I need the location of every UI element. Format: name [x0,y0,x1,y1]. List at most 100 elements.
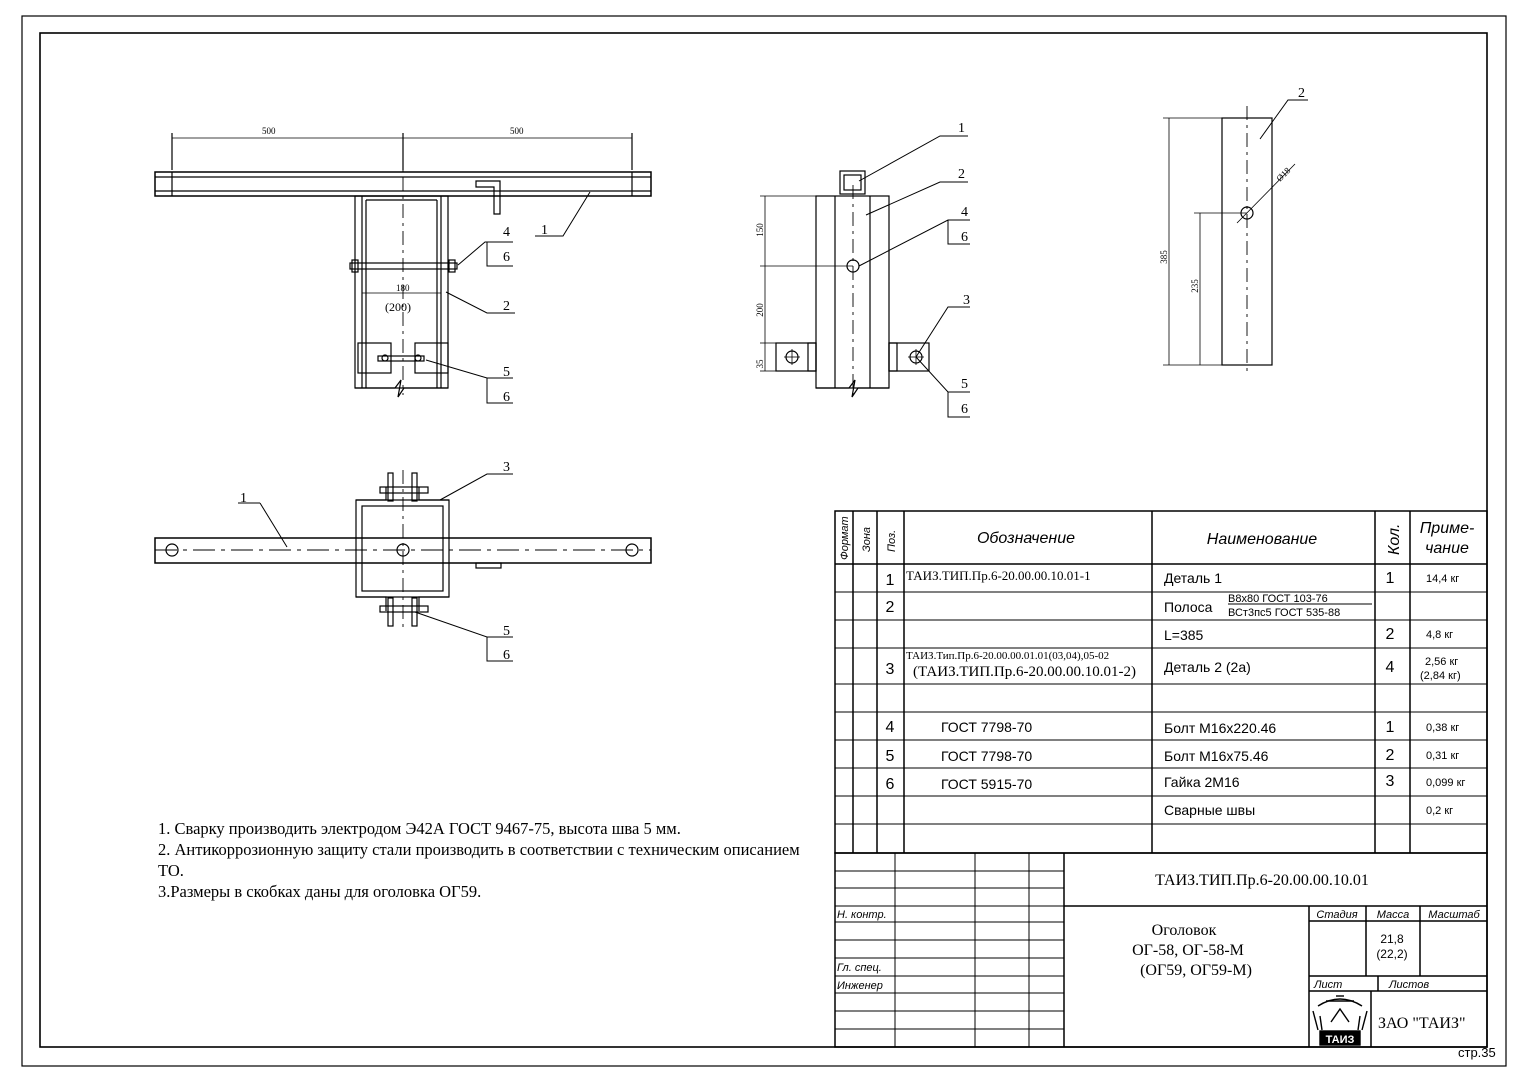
product-title-line1: Оголовок [1152,922,1217,939]
mass-value: 21,8 [1380,932,1404,946]
row9-note: 0,2 кг [1426,805,1453,817]
detail-view [1163,99,1308,372]
callout-5: 5 [961,377,968,392]
callout-4: 4 [503,225,510,240]
dim-35: 35 [755,359,765,369]
callout-2: 2 [958,167,965,182]
row7-pos: 5 [886,748,895,765]
callout-6: 6 [503,250,510,265]
taiz-logo-text: ТАИЗ [1326,1034,1355,1046]
dim-500-right: 500 [510,126,524,136]
top-view [154,470,652,662]
row6-note: 0,38 кг [1426,722,1459,734]
row9-name: Сварные швы [1164,802,1255,818]
row4-designation-alt: (ТАИЗ.ТИП.Пр.6-20.00.00.10.01-2) [913,664,1136,680]
row2-name: Полоса [1164,599,1213,615]
row6-name: Болт М16х220.46 [1164,720,1276,736]
row4-pos: 3 [886,661,895,678]
scale-label: Масштаб [1428,909,1480,921]
row2-name-numerator: В8х80 ГОСТ 103-76 [1228,593,1328,605]
mass-value-alt: (22,2) [1376,947,1407,961]
row4-note-alt: (2,84 кг) [1420,670,1461,682]
header-note-line2: чание [1425,540,1469,557]
general-notes: 1. Сварку производить электродом Э42А ГО… [158,818,818,902]
row1-qty: 1 [1386,570,1395,587]
row7-designation: ГОСТ 7798-70 [941,748,1032,764]
doc-code: ТАИЗ.ТИП.Пр.6-20.00.00.10.01 [1155,872,1369,889]
callout-6: 6 [961,402,968,417]
spec-table-grid [834,510,1488,854]
row3-name: L=385 [1164,627,1204,643]
sheets-label: Листов [1388,979,1429,991]
callout-6: 6 [961,230,968,245]
row3-note: 4,8 кг [1426,629,1453,641]
header-format: Формат [839,516,851,560]
row2-pos: 2 [886,599,895,616]
row1-designation: ТАИЗ.ТИП.Пр.6-20.00.00.10.01-1 [906,568,1091,583]
stage-label: Стадия [1316,909,1357,921]
callout-2: 2 [1298,86,1305,101]
dim-150: 150 [755,223,765,237]
note-3: 3.Размеры в скобках даны для оголовка ОГ… [158,882,482,901]
header-note-line1: Приме- [1420,520,1475,537]
callout-5: 5 [503,624,510,639]
header-zone: Зона [861,527,873,552]
callout-5: 5 [503,365,510,380]
dim-180: 180 [396,283,410,293]
note-2: 2. Антикоррозионную защиту стали произво… [158,840,800,880]
callout-3: 3 [963,293,970,308]
role-engineer: Инженер [837,980,883,992]
row1-note: 14,4 кг [1426,573,1459,585]
row7-qty: 2 [1386,747,1395,764]
row4-qty: 4 [1386,659,1395,676]
row1-name: Деталь 1 [1164,570,1222,586]
dim-diameter-18: Ø18 [1274,165,1292,183]
note-1: 1. Сварку производить электродом Э42А ГО… [158,819,681,838]
row1-pos: 1 [886,572,895,589]
row6-pos: 4 [886,719,895,736]
callout-3: 3 [503,460,510,475]
row3-qty: 2 [1386,626,1395,643]
callout-1: 1 [541,223,548,238]
callout-4: 4 [961,205,968,220]
product-title-line2: ОГ-58, ОГ-58-М [1132,942,1244,959]
title-block-grid [834,852,1488,1048]
row8-name: Гайка 2М16 [1164,774,1240,790]
product-title-line3: (ОГ59, ОГ59-М) [1140,962,1252,979]
dim-385: 385 [1159,250,1169,264]
callout-1: 1 [240,491,247,506]
row4-designation: ТАИЗ.Тип.Пр.6-20.00.00.01.01(03,04),05-0… [906,650,1109,662]
taiz-logo [1312,995,1368,1046]
row2-name-denominator: ВСт3пс5 ГОСТ 535-88 [1228,607,1340,619]
row8-qty: 3 [1386,773,1395,790]
header-designation: Обозначение [977,530,1075,547]
side-view [760,135,970,418]
header-qty: Кол. [1386,524,1403,555]
row4-note: 2,56 кг [1425,656,1458,668]
outer-frame [21,15,1507,1067]
front-view [154,133,652,404]
callout-2: 2 [503,299,510,314]
row6-qty: 1 [1386,719,1395,736]
sheet-label: Лист [1313,979,1342,991]
role-norm-control: Н. контр. [837,909,887,921]
callout-1: 1 [958,121,965,136]
row8-pos: 6 [886,776,895,793]
row6-designation: ГОСТ 7798-70 [941,719,1032,735]
dim-200-bracketed: (200) [385,300,411,314]
dim-235: 235 [1190,279,1200,293]
row7-name: Болт М16х75.46 [1164,748,1269,764]
header-name: Наименование [1207,531,1318,548]
row4-name: Деталь 2 (2а) [1164,659,1251,675]
page-number: стр.35 [1458,1045,1496,1060]
row7-note: 0,31 кг [1426,750,1459,762]
row8-note: 0,099 кг [1426,777,1465,789]
callout-6: 6 [503,390,510,405]
role-chief-specialist: Гл. спец. [837,962,882,974]
dim-200: 200 [755,303,765,317]
company-name: ЗАО "ТАИЗ" [1378,1015,1466,1032]
callout-6: 6 [503,648,510,663]
row8-designation: ГОСТ 5915-70 [941,776,1032,792]
dim-500-left: 500 [262,126,276,136]
